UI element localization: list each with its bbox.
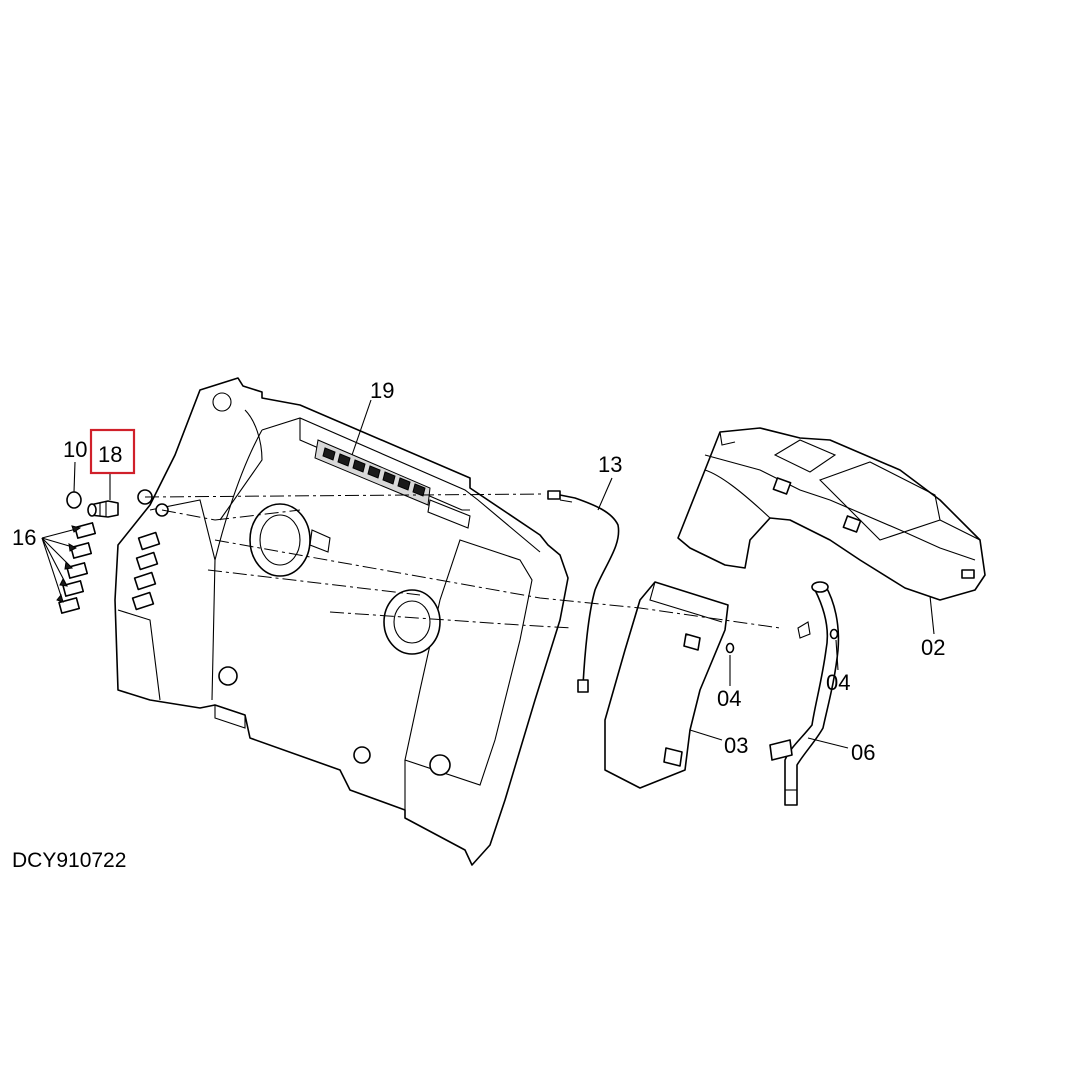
- callout-18[interactable]: 18: [98, 442, 122, 467]
- leader-lines: [41, 399, 935, 749]
- connector-part-18[interactable]: [87, 500, 119, 518]
- vent-slots: [322, 447, 426, 497]
- pipe-part-06[interactable]: [769, 581, 840, 806]
- drawing-code: DCY910722: [12, 849, 126, 872]
- duct-part-02[interactable]: [677, 427, 986, 601]
- callout-06[interactable]: 06: [851, 740, 875, 765]
- duct-part-03[interactable]: [604, 581, 729, 789]
- callout-13[interactable]: 13: [598, 452, 622, 477]
- callout-04-left[interactable]: 04: [717, 686, 741, 711]
- washer-part-04-a[interactable]: [725, 642, 735, 654]
- callout-10[interactable]: 10: [63, 437, 87, 462]
- callout-02[interactable]: 02: [921, 635, 945, 660]
- leader-arrowheads: [56, 525, 82, 603]
- callout-04-right[interactable]: 04: [826, 670, 850, 695]
- switch-slots: [131, 531, 161, 611]
- callout-16[interactable]: 16: [12, 525, 36, 550]
- main-panel-part-19[interactable]: [114, 377, 569, 866]
- alignment-lines: [144, 493, 781, 629]
- cable-part-13[interactable]: [547, 490, 620, 693]
- callout-03[interactable]: 03: [724, 733, 748, 758]
- washer-part-04-b[interactable]: [829, 628, 839, 640]
- highlight-box: [89, 428, 136, 475]
- callout-19[interactable]: 19: [370, 378, 394, 403]
- cap-part-10[interactable]: [66, 491, 82, 509]
- switch-part-16[interactable]: [58, 522, 97, 614]
